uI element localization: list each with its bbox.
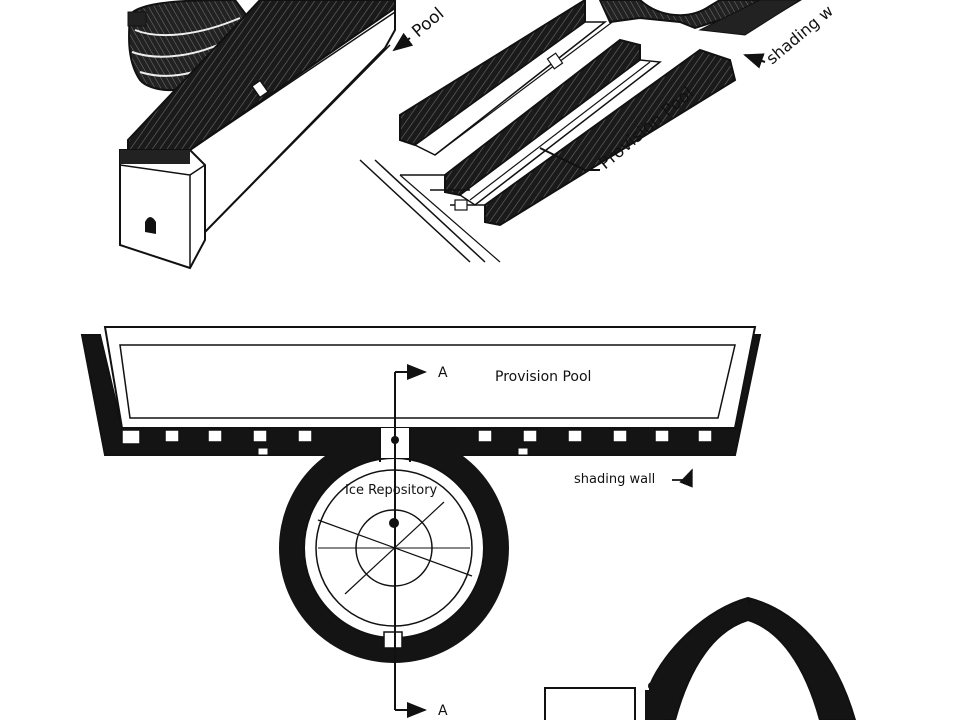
shading-wall-iso-leader (743, 53, 766, 69)
shading-wall-plan-label: shading wall (574, 472, 655, 487)
provision-pool-plan-basin (103, 326, 757, 429)
provision-pool-iso-leader (539, 147, 600, 171)
shading-wall-plan-arrow (672, 468, 693, 488)
isometric-provision-pool-sketch: shading w Provision Pool (359, 0, 837, 263)
section-marker-top: A (438, 365, 448, 381)
pool-label: Pool (408, 4, 448, 42)
provision-wall-3 (484, 48, 737, 227)
pool-leader-arrow (392, 32, 414, 52)
section-line-a (394, 364, 427, 718)
plan-view: A A Provision Pool Ice Repository shadin… (80, 326, 762, 719)
provision-pool-plan-label: Provision Pool (495, 369, 591, 385)
shading-wall-openings (145, 428, 695, 442)
ice-repository-label: Ice Repository (345, 483, 438, 498)
end-block-with-door (119, 149, 206, 270)
dome-section-partial (544, 596, 857, 720)
section-marker-bottom: A (438, 703, 448, 719)
isometric-pool-sketch: Pool (119, 0, 448, 270)
